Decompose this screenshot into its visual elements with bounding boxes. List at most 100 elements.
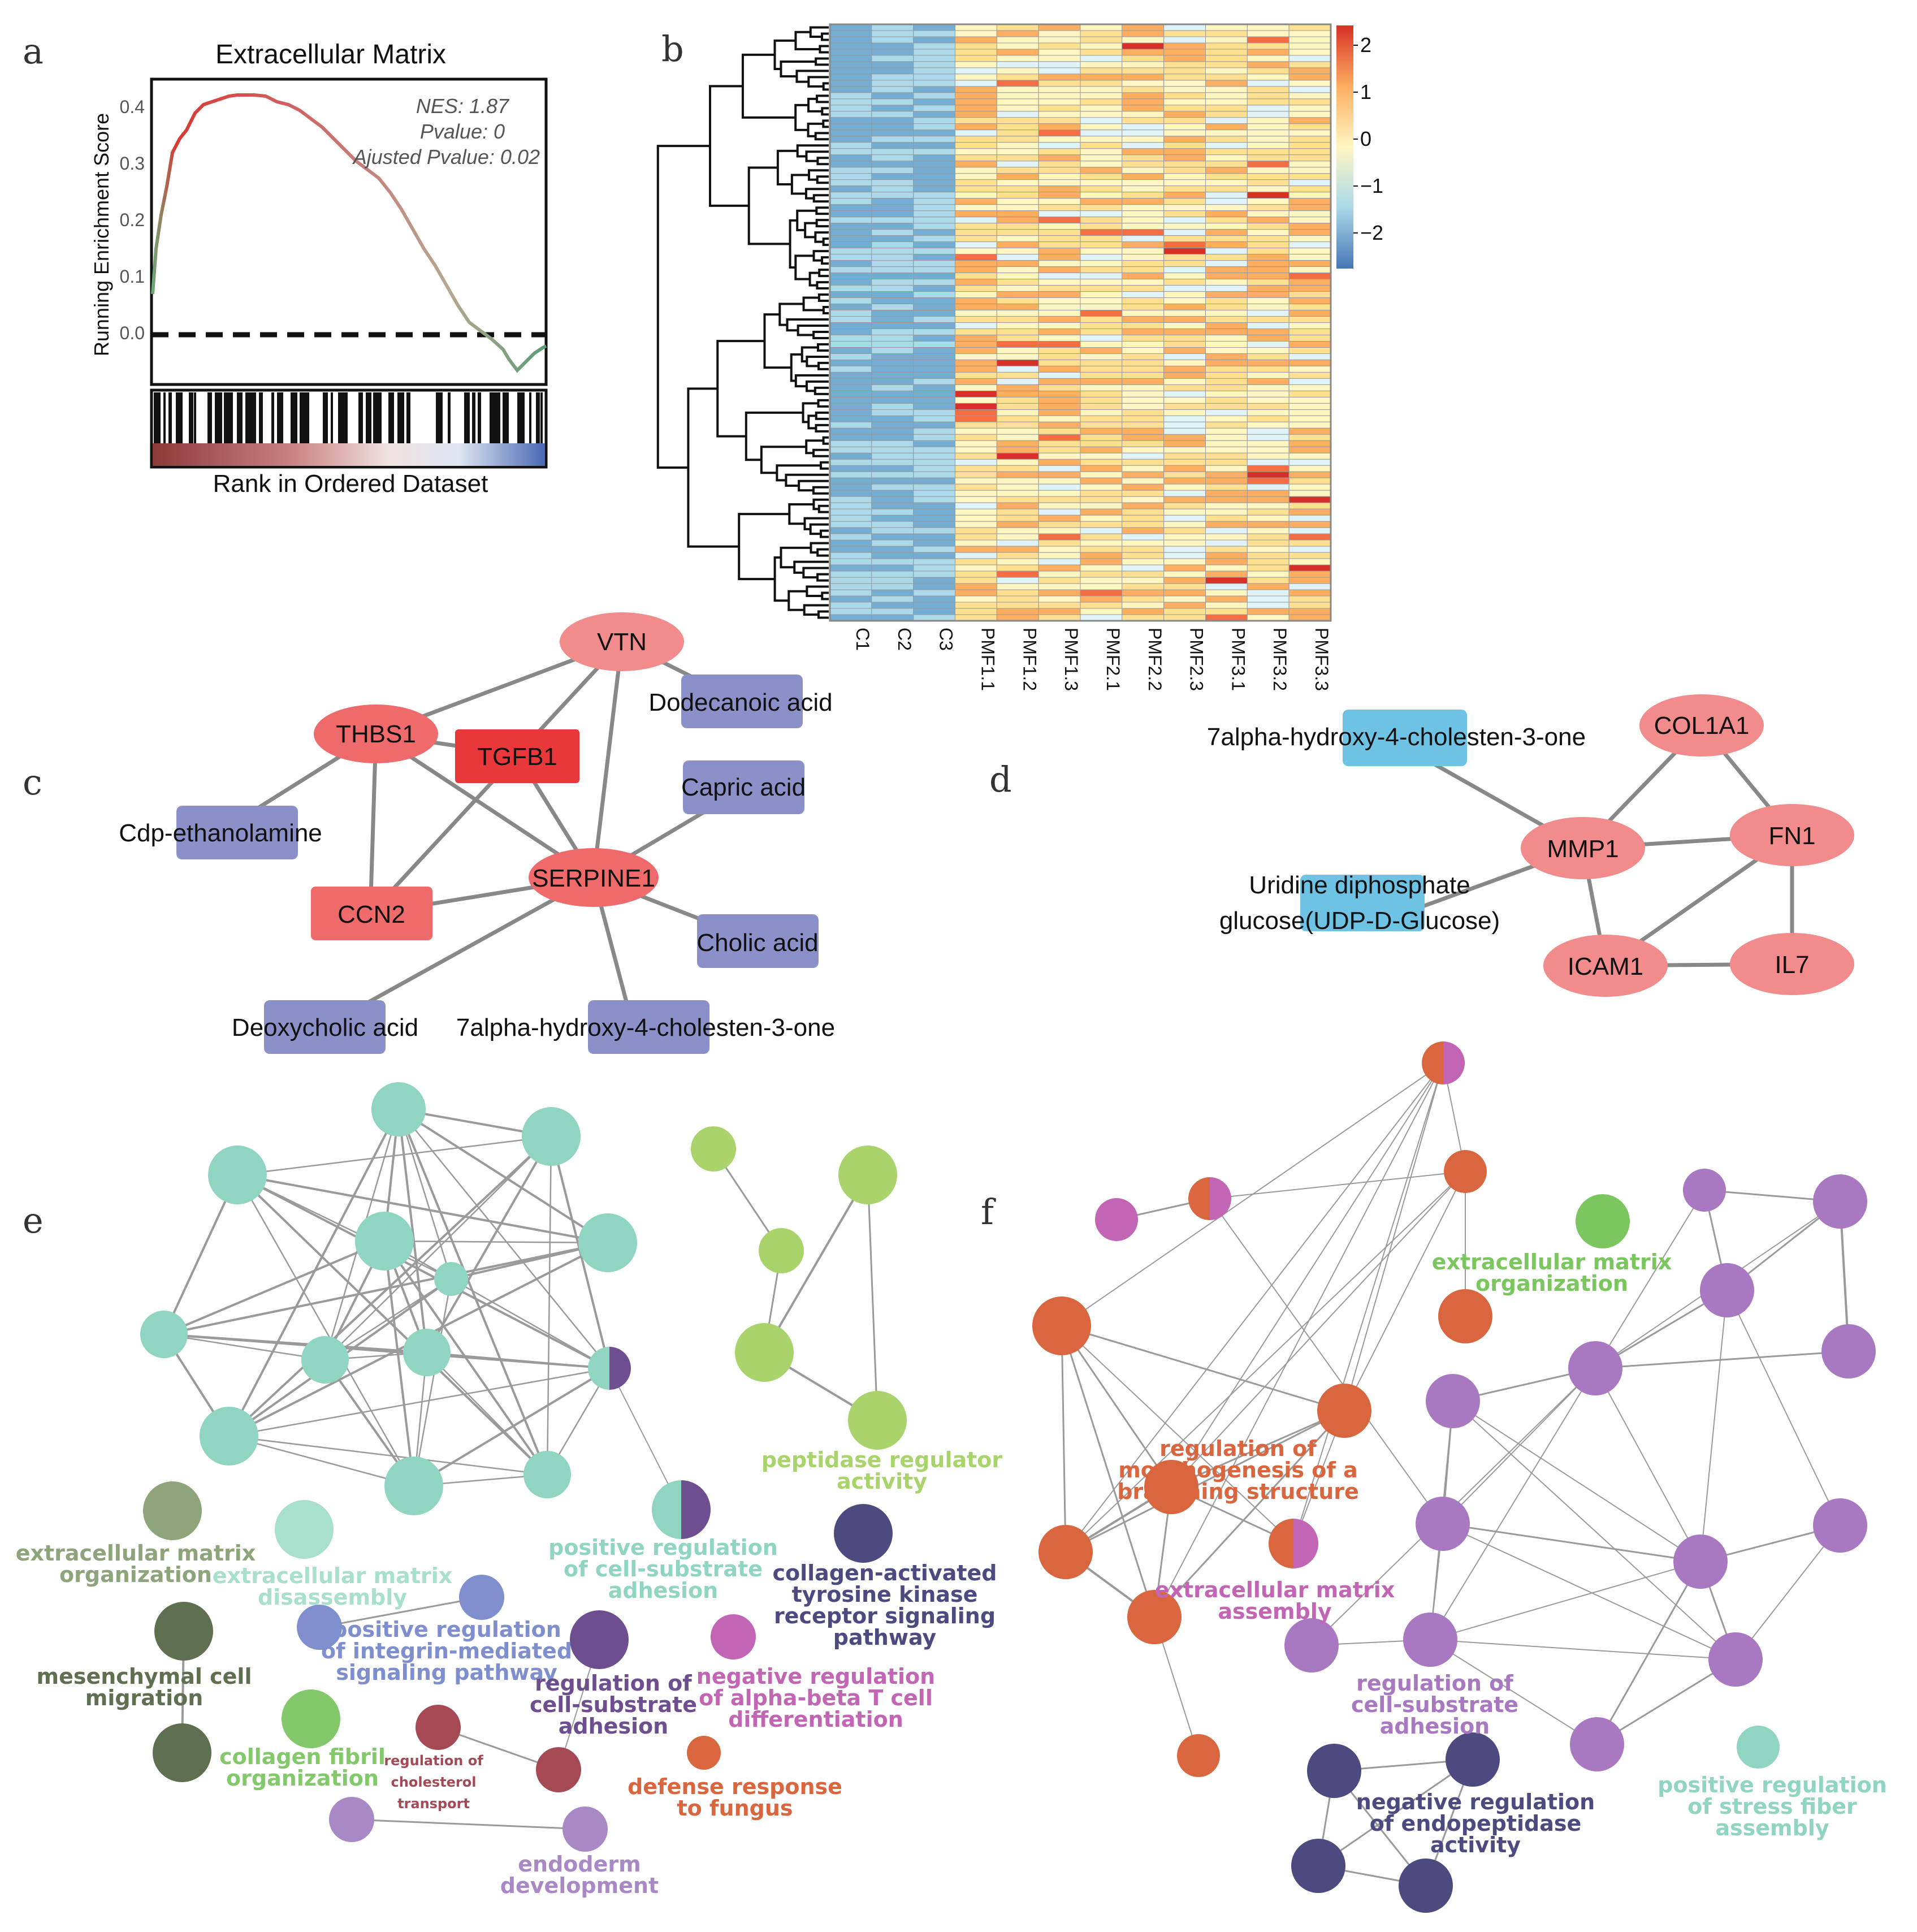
heatmap-cell: [1122, 173, 1165, 180]
network-edge: [1065, 1171, 1466, 1553]
heatmap-cell: [996, 371, 1039, 379]
heatmap-cell: [913, 515, 955, 522]
heatmap-cell: [1122, 185, 1165, 193]
heatmap-cell: [1163, 235, 1206, 243]
network-node: [759, 1228, 804, 1273]
heatmap-cell: [1288, 335, 1331, 342]
heatmap-cell: [871, 229, 914, 236]
heatmap-cell: [1247, 353, 1289, 360]
heatmap-cell: [1288, 61, 1331, 68]
heatmap-cell: [1205, 577, 1248, 584]
panel-letter-c: c: [23, 762, 42, 803]
heatmap-cell: [955, 105, 997, 112]
heatmap-cell: [1163, 111, 1206, 118]
heatmap-cell: [1205, 583, 1248, 590]
heatmap-cell: [1080, 335, 1123, 342]
heatmap-cell: [996, 67, 1039, 75]
heatmap-cell: [829, 117, 872, 124]
heatmap-cell: [1163, 570, 1206, 578]
heatmap-cell: [1080, 136, 1123, 143]
heatmap-cell: [871, 80, 914, 87]
heatmap-cell: [829, 254, 872, 261]
heatmap-cell: [1038, 552, 1081, 559]
heatmap-cell: [1288, 421, 1331, 429]
heatmap-cell: [829, 192, 872, 199]
heatmap-cell: [1288, 148, 1331, 155]
heatmap-cell: [1288, 595, 1331, 603]
dendrogram-branch: [794, 254, 814, 280]
heatmap-cell: [829, 335, 872, 342]
heatmap-cell: [1122, 260, 1165, 267]
heatmap-cell: [996, 42, 1039, 50]
dendrogram-branch: [780, 546, 811, 569]
heatmap-cell: [1163, 142, 1206, 149]
network-edge: [1061, 1325, 1156, 1618]
heatmap-cell: [1122, 477, 1165, 485]
heatmap-cell: [1288, 527, 1331, 534]
dendrogram-branch: [820, 529, 829, 538]
heatmap-cell: [1122, 229, 1165, 236]
node-vtn: [560, 612, 684, 671]
heatmap-cell: [1163, 434, 1206, 441]
svg-text:0.3: 0.3: [120, 153, 145, 174]
heatmap-column-label: PMF1.3: [1061, 628, 1081, 691]
heatmap-cell: [1205, 123, 1248, 131]
heatmap-cell: [1205, 459, 1248, 466]
heatmap-cell: [1122, 192, 1165, 199]
heatmap-cell: [1288, 341, 1331, 348]
network-node: [1570, 1717, 1624, 1771]
heatmap-cell: [1038, 577, 1081, 584]
heatmap-cell: [1080, 291, 1123, 299]
heatmap-cell: [871, 266, 914, 274]
heatmap-cell: [829, 74, 872, 81]
heatmap-cell: [996, 129, 1039, 137]
network-edge: [1596, 1561, 1702, 1745]
rank-tick: [154, 392, 161, 443]
heatmap-cell: [996, 198, 1039, 205]
heatmap-cell: [871, 136, 914, 143]
gsea-title: Extracellular Matrix: [215, 40, 446, 70]
heatmap-cell: [1163, 446, 1206, 453]
heatmap-cell: [829, 322, 872, 329]
heatmap-cell: [996, 241, 1039, 249]
heatmap-cell: [1122, 434, 1165, 441]
heatmap-cell: [1122, 446, 1165, 453]
heatmap-cell: [1080, 297, 1123, 304]
heatmap-cell: [871, 291, 914, 299]
heatmap-cell: [913, 533, 955, 541]
heatmap-cell: [1080, 396, 1123, 404]
dendrogram-branch: [789, 219, 798, 269]
heatmap-cell: [1247, 80, 1289, 87]
heatmap-cell: [829, 42, 872, 50]
heatmap-cell: [1080, 353, 1123, 360]
node-mmp1: [1521, 817, 1645, 879]
heatmap-cell: [829, 378, 872, 385]
heatmap-cell: [829, 198, 872, 205]
network-node: [1416, 1497, 1470, 1551]
heatmap-cell: [829, 279, 872, 286]
heatmap-cell: [1080, 409, 1123, 416]
heatmap-cell: [1163, 273, 1206, 280]
heatmap-cell: [1288, 496, 1331, 503]
network-node: [1038, 1525, 1093, 1579]
heatmap-cell: [871, 148, 914, 155]
heatmap-cell: [1122, 570, 1165, 578]
heatmap-cell: [1080, 179, 1123, 187]
heatmap-cell: [955, 421, 997, 429]
network-node-half: [1269, 1519, 1293, 1568]
heatmap-cell: [1247, 123, 1289, 131]
heatmap-grid: [829, 24, 1331, 621]
heatmap-cell: [1163, 129, 1206, 137]
heatmap-cell: [829, 421, 872, 429]
dendrogram-branch: [773, 39, 796, 70]
heatmap-cell: [1205, 421, 1248, 429]
heatmap-cell: [913, 285, 955, 292]
heatmap-cell: [1247, 533, 1289, 541]
legend-tick-label: 2: [1360, 33, 1371, 57]
heatmap-cell: [1122, 161, 1165, 168]
heatmap-cell: [1163, 204, 1206, 211]
heatmap-cell: [913, 291, 955, 299]
heatmap-cell: [1288, 564, 1331, 572]
heatmap-cell: [1122, 471, 1165, 478]
network-node: [1144, 1460, 1198, 1514]
